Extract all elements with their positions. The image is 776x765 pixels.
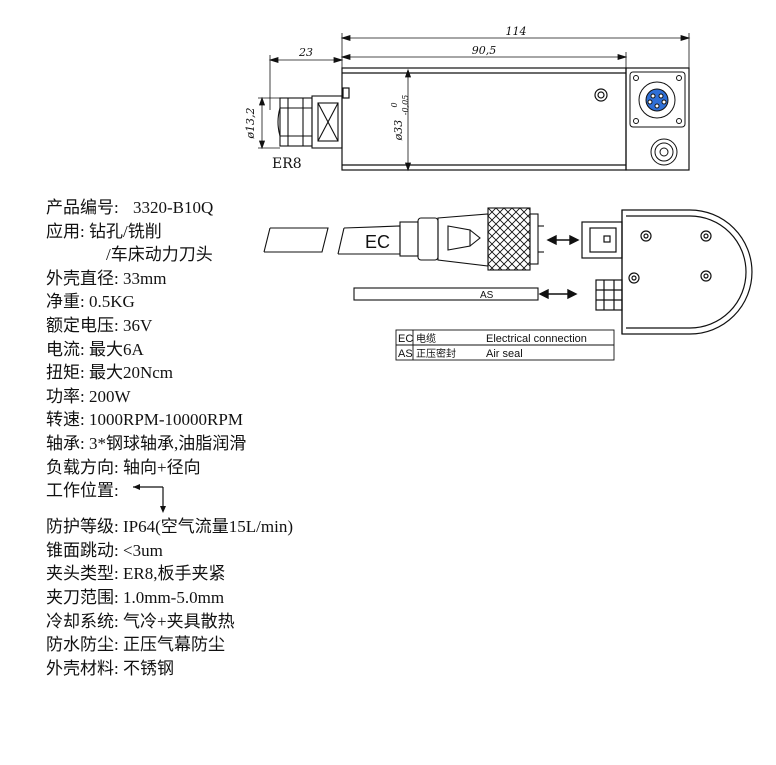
spec-value: 36V <box>122 315 153 335</box>
spec-label: 锥面跳动: <box>46 540 123 560</box>
spec-rated-voltage: 额定电压: 36V <box>46 314 466 338</box>
dimension-lines <box>258 33 691 172</box>
spec-value: 最大6A <box>88 339 144 359</box>
spec-value: 3*钢球轴承,油脂润滑 <box>88 433 247 453</box>
working-position-icon <box>132 484 166 514</box>
spec-torque: 扭矩: 最大20Ncm <box>46 361 466 385</box>
as-hose-tag: AS <box>480 290 494 301</box>
dim-tolerance-lower: -0,05 <box>401 95 410 116</box>
spec-value: 1000RPM-10000RPM <box>88 410 243 430</box>
dim-body-text: 90,5 <box>472 44 497 57</box>
spec-value: 200W <box>88 386 131 406</box>
spec-model: 产品编号: 3320-B10Q <box>46 196 466 220</box>
spec-current: 电流: 最大6A <box>46 338 466 362</box>
connect-arrows <box>538 234 580 300</box>
legend-cn-ec: 电缆 <box>416 332 436 345</box>
spec-value: 1.0mm-5.0mm <box>122 587 225 607</box>
spec-application: 应用: 钻孔/铣削 <box>46 220 466 244</box>
spec-bearing: 轴承: 3*钢球轴承,油脂润滑 <box>46 432 466 456</box>
spec-value: 钻孔/铣削 <box>88 221 162 241</box>
spec-label: 应用: <box>46 221 89 241</box>
spec-label: 防护等级: <box>46 517 123 537</box>
spec-label: 转速: <box>46 410 89 430</box>
dim-collet-diameter-text: ø13,2 <box>244 107 257 139</box>
spec-label: 功率: <box>46 386 89 406</box>
spec-label: 轴承: <box>46 433 89 453</box>
spec-speed: 转速: 1000RPM-10000RPM <box>46 408 466 432</box>
spindle-end-view <box>581 209 753 335</box>
spec-label: 额定电压: <box>46 315 123 335</box>
spec-label: 电流: <box>46 339 89 359</box>
spec-cooling: 冷却系统: 气冷+夹具散热 <box>46 610 466 634</box>
spec-value: 气冷+夹具散热 <box>122 611 235 631</box>
spec-label: 负载方向: <box>46 457 123 477</box>
spec-housing-diameter: 外壳直径: 33mm <box>46 267 466 291</box>
spec-application-line-2: /车床动力刀头 <box>46 243 466 267</box>
spec-value: ER8,板手夹紧 <box>122 564 226 584</box>
spec-waterproof: 防水防尘: 正压气幕防尘 <box>46 633 466 657</box>
spec-power: 功率: 200W <box>46 385 466 409</box>
dim-tolerance-upper: 0 <box>390 102 399 107</box>
end-connector <box>629 71 686 166</box>
spec-collet-type: 夹头类型: ER8,板手夹紧 <box>46 562 466 586</box>
spec-value: 0.5KG <box>88 292 135 312</box>
dim-total-text: 114 <box>506 25 527 38</box>
spec-value: 正压气幕防尘 <box>122 635 225 655</box>
spec-label: 扭矩: <box>46 363 89 383</box>
legend-table <box>395 329 615 361</box>
spec-label: 外壳直径: <box>46 268 123 288</box>
spec-protection: 防护等级: IP64(空气流量15L/min) <box>46 515 466 539</box>
spec-clamping-range: 夹刀范围: 1.0mm-5.0mm <box>46 586 466 610</box>
cable-illustration <box>263 207 544 301</box>
spec-label: 工作位置: <box>46 481 123 501</box>
spec-label: 夹头类型: <box>46 564 123 584</box>
spec-value: 最大20Ncm <box>88 363 174 383</box>
legend-code-as: AS <box>398 348 413 360</box>
spec-value: 不锈钢 <box>122 658 174 678</box>
spec-net-weight: 净重: 0.5KG <box>46 290 466 314</box>
spec-value: 轴向+径向 <box>122 457 201 477</box>
spec-value: 3320-B10Q <box>132 198 214 217</box>
legend-code-ec: EC <box>398 333 413 345</box>
legend-cn-as: 正压密封 <box>416 347 456 360</box>
spec-value: 33mm <box>122 268 167 288</box>
legend-en-as: Air seal <box>486 348 523 360</box>
spec-label: 冷却系统: <box>46 611 123 631</box>
spec-label: 夹刀范围: <box>46 587 123 607</box>
spec-runout: 锥面跳动: <3um <box>46 539 466 563</box>
collet-label: ER8 <box>272 156 302 172</box>
spec-value: <3um <box>122 540 163 560</box>
spec-list: 产品编号: 3320-B10Q 应用: 钻孔/铣削 /车床动力刀头 外壳直径: … <box>46 196 466 680</box>
spec-material: 外壳材料: 不锈钢 <box>46 657 466 681</box>
dim-body-diameter-text: ø33 <box>392 120 405 142</box>
collet-nose <box>277 95 343 149</box>
dim-nose-text: 23 <box>298 46 313 59</box>
spec-value: /车床动力刀头 <box>106 245 213 265</box>
spec-label: 防水防尘: <box>46 635 123 655</box>
spec-label: 产品编号: <box>46 198 123 217</box>
spec-value: IP64(空气流量15L/min) <box>122 517 293 537</box>
spec-label: 外壳材料: <box>46 658 123 678</box>
spec-load-direction: 负载方向: 轴向+径向 <box>46 456 466 480</box>
ec-cable-tag: EC <box>365 232 390 252</box>
spec-label: 净重: <box>46 292 89 312</box>
legend-en-ec: Electrical connection <box>486 333 587 345</box>
spec-working-position: 工作位置: <box>46 479 466 515</box>
